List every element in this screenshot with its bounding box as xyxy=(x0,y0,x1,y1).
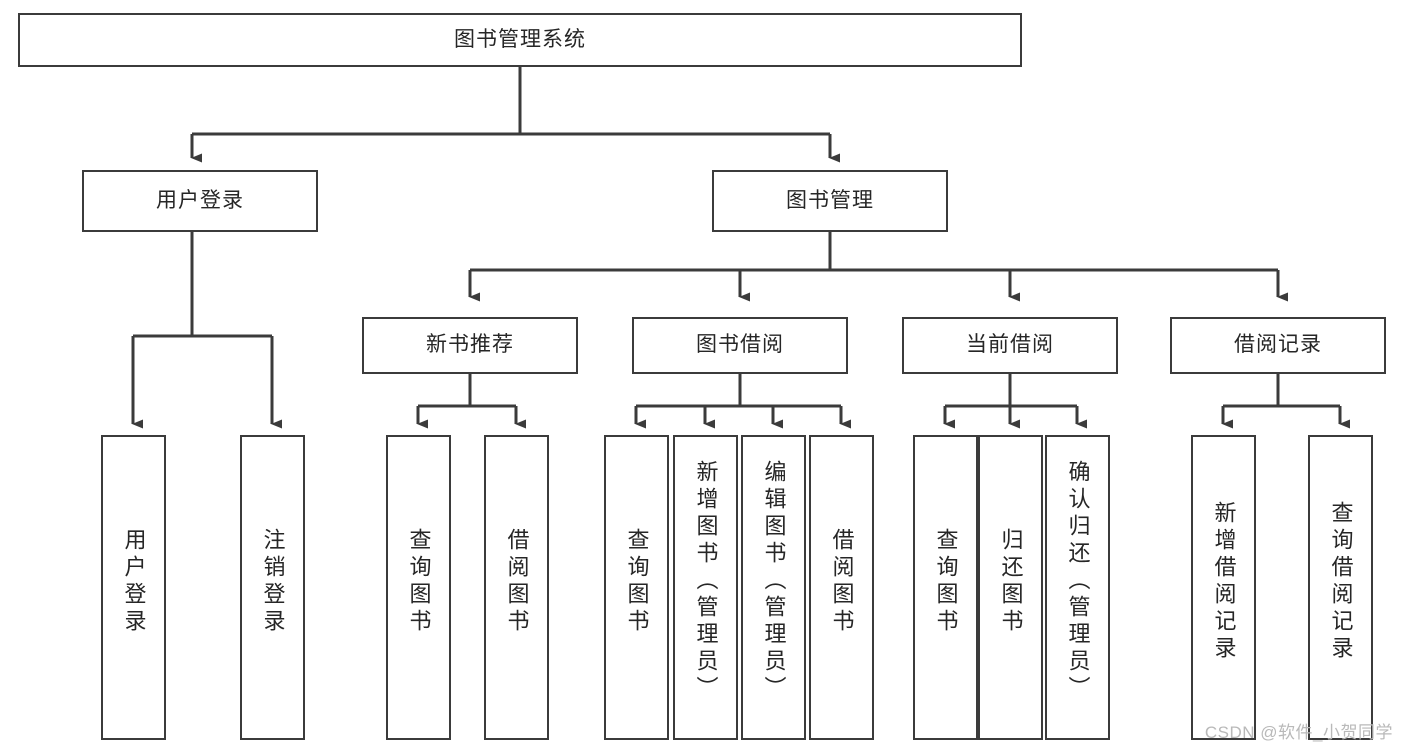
node-user-login[interactable]: 用户登录 xyxy=(82,170,318,232)
node-book-borrow[interactable]: 图书借阅 xyxy=(632,317,848,374)
node-book-borrow-label: 图书借阅 xyxy=(696,333,784,357)
node-book-manage-label: 图书管理 xyxy=(786,188,874,212)
node-borrow-record[interactable]: 借阅记录 xyxy=(1170,317,1386,374)
leaf-current-borrow-2[interactable]: 归还图书 xyxy=(978,435,1043,740)
leaf-new-book-2[interactable]: 借阅图书 xyxy=(484,435,549,740)
leaf-new-book-2-label: 借阅图书 xyxy=(504,527,530,636)
node-borrow-record-label: 借阅记录 xyxy=(1234,333,1322,357)
leaf-current-borrow-3[interactable]: 确认归还（管理员） xyxy=(1045,435,1110,740)
leaf-book-borrow-3-label: 编辑图书（管理员） xyxy=(761,460,787,703)
leaf-borrow-record-2-label: 查询借阅记录 xyxy=(1328,500,1354,663)
leaf-new-book-1-label: 查询图书 xyxy=(406,527,432,636)
leaf-user-login-2[interactable]: 注销登录 xyxy=(240,435,305,740)
leaf-book-borrow-3[interactable]: 编辑图书（管理员） xyxy=(741,435,806,740)
node-root[interactable]: 图书管理系统 xyxy=(18,13,1022,67)
leaf-book-borrow-2-label: 新增图书（管理员） xyxy=(693,460,719,703)
leaf-new-book-1[interactable]: 查询图书 xyxy=(386,435,451,740)
leaf-book-borrow-4-label: 借阅图书 xyxy=(829,527,855,636)
node-current-borrow[interactable]: 当前借阅 xyxy=(902,317,1118,374)
leaf-current-borrow-1-label: 查询图书 xyxy=(933,527,959,636)
leaf-user-login-2-label: 注销登录 xyxy=(260,527,286,636)
leaf-book-borrow-4[interactable]: 借阅图书 xyxy=(809,435,874,740)
leaf-current-borrow-3-label: 确认归还（管理员） xyxy=(1065,460,1091,703)
leaf-borrow-record-1-label: 新增借阅记录 xyxy=(1211,500,1237,663)
leaf-current-borrow-2-label: 归还图书 xyxy=(998,527,1024,636)
leaf-book-borrow-1[interactable]: 查询图书 xyxy=(604,435,669,740)
csdn-watermark: CSDN @软件_小贺同学 xyxy=(1204,723,1393,742)
node-current-borrow-label: 当前借阅 xyxy=(966,333,1054,357)
node-book-manage[interactable]: 图书管理 xyxy=(712,170,948,232)
node-user-login-label: 用户登录 xyxy=(156,188,244,212)
node-new-book-recommend-label: 新书推荐 xyxy=(426,333,514,357)
leaf-borrow-record-2[interactable]: 查询借阅记录 xyxy=(1308,435,1373,740)
connector-lines xyxy=(131,67,1350,429)
leaf-current-borrow-1[interactable]: 查询图书 xyxy=(913,435,978,740)
node-new-book-recommend[interactable]: 新书推荐 xyxy=(362,317,578,374)
leaf-book-borrow-2[interactable]: 新增图书（管理员） xyxy=(673,435,738,740)
leaf-user-login-1[interactable]: 用户登录 xyxy=(101,435,166,740)
node-root-label: 图书管理系统 xyxy=(454,27,586,51)
leaf-book-borrow-1-label: 查询图书 xyxy=(624,527,650,636)
leaf-user-login-1-label: 用户登录 xyxy=(121,527,147,636)
leaf-borrow-record-1[interactable]: 新增借阅记录 xyxy=(1191,435,1256,740)
